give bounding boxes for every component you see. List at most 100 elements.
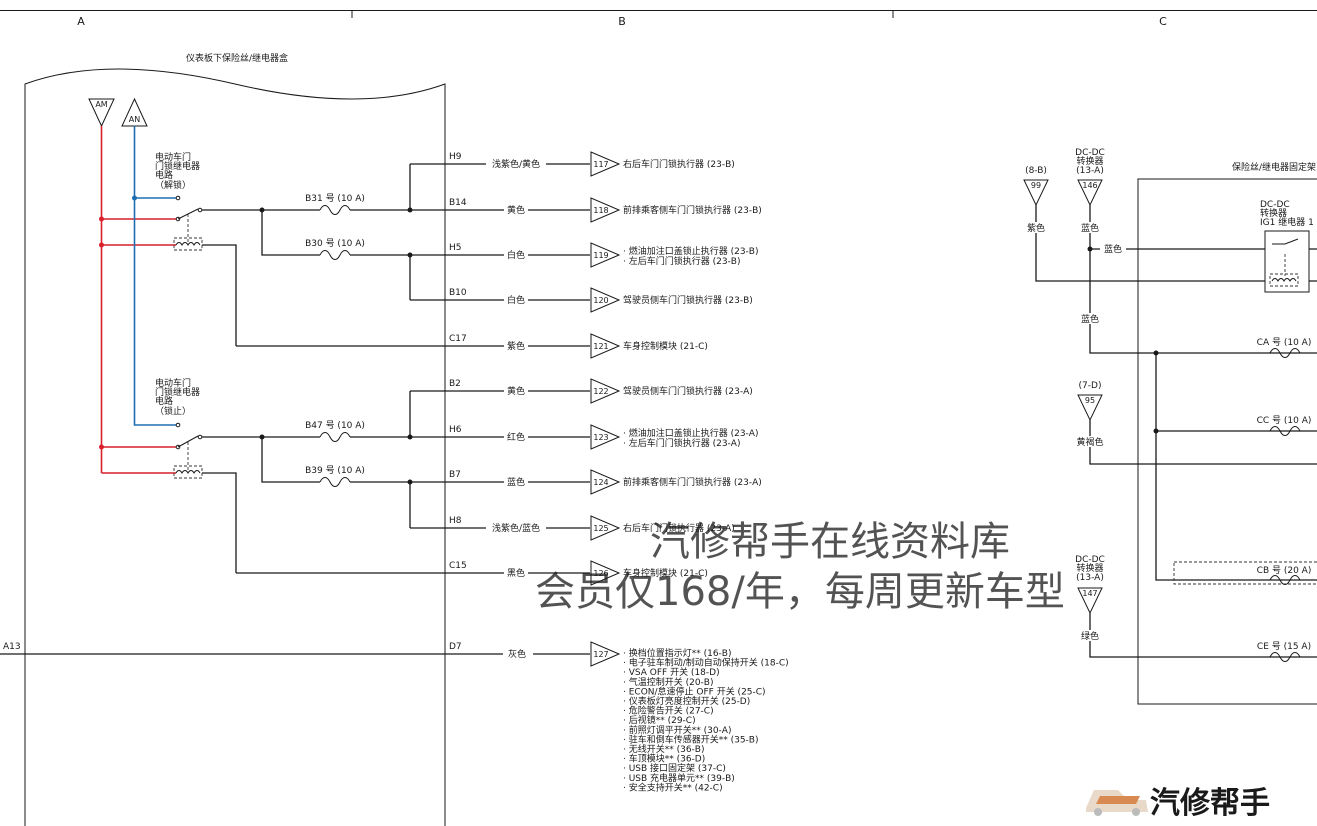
column-label-b: B bbox=[618, 15, 626, 28]
wire-color-label: 紫色 bbox=[507, 340, 525, 352]
ground-destination-label: · 电子驻车制动/制动自动保持开关 (18-C) bbox=[623, 657, 789, 669]
svg-text:B30 号 (10 A): B30 号 (10 A) bbox=[305, 238, 365, 249]
connector-symbol bbox=[590, 197, 621, 223]
destination-label: · 左后车门门锁执行器 (23-A) bbox=[623, 437, 740, 449]
svg-text:（锁止）: （锁止） bbox=[155, 405, 191, 417]
wire-color-label: 浅紫色/蓝色 bbox=[492, 522, 540, 534]
ground-destination-label: · 前照灯调平开关** (30-A) bbox=[623, 724, 731, 736]
svg-text:CB 号 (20 A): CB 号 (20 A) bbox=[1257, 565, 1312, 576]
destination-label: · 燃油加注口盖锁止执行器 (23-A) bbox=[623, 427, 758, 439]
wire-color-label: 红色 bbox=[507, 431, 525, 443]
pin-label: C15 bbox=[449, 561, 467, 571]
svg-text:B47 号 (10 A): B47 号 (10 A) bbox=[305, 420, 365, 431]
wire-color-label: 白色 bbox=[507, 294, 525, 306]
ground-destination-label: · 无线开关** (36-B) bbox=[623, 743, 704, 755]
wire-color-label: 白色 bbox=[507, 249, 525, 261]
svg-text:绿色: 绿色 bbox=[1081, 630, 1099, 642]
connector-95: 95 bbox=[1085, 396, 1095, 405]
wire-color-bg bbox=[486, 522, 546, 534]
destination-label: 车身控制模块 (21-C) bbox=[623, 340, 708, 352]
svg-text:电动车门: 电动车门 bbox=[155, 377, 191, 389]
ground-destination-label: · USB 接口固定架 (37-C) bbox=[623, 762, 726, 774]
svg-text:(13-A): (13-A) bbox=[1076, 166, 1104, 176]
connector-123: 123 bbox=[593, 433, 608, 442]
svg-text:转换器: 转换器 bbox=[1260, 207, 1287, 219]
ground-destination-label: · 换档位置指示灯** (16-B) bbox=[623, 647, 731, 659]
fuse-b31: B31 号 (10 A) bbox=[305, 193, 365, 215]
connector-symbol bbox=[590, 242, 621, 268]
svg-text:黄褐色: 黄褐色 bbox=[1076, 436, 1103, 448]
pin-label: H9 bbox=[449, 152, 462, 162]
connector-146: 146 bbox=[1082, 181, 1097, 190]
svg-text:CC 号 (10 A): CC 号 (10 A) bbox=[1257, 415, 1312, 426]
svg-text:门锁继电器: 门锁继电器 bbox=[155, 386, 200, 398]
column-header: A B C bbox=[0, 10, 1317, 28]
ground-destination-label: · ECON/怠速停止 OFF 开关 (25-C) bbox=[623, 685, 766, 697]
connector-120: 120 bbox=[593, 296, 608, 305]
svg-text:DC-DC: DC-DC bbox=[1260, 200, 1290, 210]
fuse-b30: B30 号 (10 A) bbox=[305, 238, 365, 260]
connector-symbol bbox=[590, 515, 621, 541]
ground-destination-label: · VSA OFF 开关 (18-D) bbox=[623, 666, 720, 678]
pin-label: B10 bbox=[449, 288, 467, 298]
feed-an: AN bbox=[121, 97, 148, 127]
relay-unlock: 电动车门 门锁继电器 电路 （解锁） bbox=[155, 151, 203, 251]
pin-label: H8 bbox=[449, 516, 462, 526]
column-label-a: A bbox=[77, 15, 85, 28]
ground-destination-label: · 安全支持开关** (42-C) bbox=[623, 781, 723, 793]
destination-label: · 燃油加注口盖锁止执行器 (23-B) bbox=[623, 245, 758, 257]
wire-color-bg bbox=[504, 567, 528, 579]
destination-label: 右后车门门锁执行器 (23-B) bbox=[623, 158, 735, 170]
destination-label: 右后车门门锁执行器 (23-A) bbox=[623, 522, 735, 534]
destination-label: · 左后车门门锁执行器 (23-B) bbox=[623, 255, 740, 267]
fuse-box-title: 仪表板下保险丝/继电器盒 bbox=[186, 52, 288, 64]
svg-text:DC-DC: DC-DC bbox=[1075, 555, 1105, 565]
svg-text:IG1 继电器 1: IG1 继电器 1 bbox=[1260, 216, 1314, 228]
lock-bus bbox=[202, 391, 413, 573]
svg-text:AN: AN bbox=[129, 115, 140, 124]
watermark-line-1: 汽修帮手在线资料库 bbox=[650, 519, 1010, 565]
svg-text:蓝色: 蓝色 bbox=[1081, 313, 1099, 325]
fuse-ca: CA 号 (10 A) bbox=[1257, 337, 1312, 358]
svg-text:电路: 电路 bbox=[155, 169, 173, 181]
destination-label: 前排乘客侧车门门锁执行器 (23-A) bbox=[623, 476, 762, 488]
pin-label: B14 bbox=[449, 198, 467, 208]
car-logo-icon bbox=[1086, 790, 1148, 816]
an-feed-wire bbox=[132, 126, 176, 426]
svg-text:AM: AM bbox=[95, 100, 107, 109]
connector-119: 119 bbox=[593, 251, 608, 260]
wire-color-bg bbox=[504, 385, 528, 397]
connector-symbol bbox=[590, 560, 621, 586]
svg-text:蓝色: 蓝色 bbox=[1104, 243, 1122, 255]
fuse-cc: CC 号 (10 A) bbox=[1257, 415, 1312, 436]
destination-label: 前排乘客侧车门门锁执行器 (23-B) bbox=[623, 204, 762, 216]
wire-color-bg bbox=[504, 204, 528, 216]
watermark: 汽修帮手在线资料库 会员仅168/年，每周更新车型 bbox=[535, 519, 1065, 615]
feed-am: AM bbox=[88, 98, 115, 128]
connector-symbol bbox=[590, 469, 621, 495]
svg-text:CA 号 (10 A): CA 号 (10 A) bbox=[1257, 337, 1312, 348]
relay-lock: 电动车门 门锁继电器 电路 （锁止） bbox=[155, 377, 203, 479]
pin-label-a13: A13 bbox=[3, 642, 21, 652]
connector-99: 99 bbox=[1031, 181, 1041, 190]
wire-color-bg bbox=[504, 294, 528, 306]
fuse-box-c-title: 保险丝/继电器固定架 bbox=[1232, 161, 1316, 173]
destination-label: 车身控制模块 (21-C) bbox=[623, 567, 708, 579]
ground-destination-label: · 驻车和倒车传感器开关** (35-B) bbox=[623, 733, 758, 745]
fuse-cb: CB 号 (20 A) bbox=[1257, 565, 1312, 585]
connector-118: 118 bbox=[593, 206, 608, 215]
wire-color-bg bbox=[504, 249, 528, 261]
connector-symbol bbox=[590, 333, 621, 359]
wire-color-label: 浅紫色/黄色 bbox=[492, 158, 540, 170]
connector-147: 147 bbox=[1082, 589, 1097, 598]
svg-text:门锁继电器: 门锁继电器 bbox=[155, 160, 200, 172]
svg-text:(8-B): (8-B) bbox=[1025, 166, 1047, 176]
destination-label: 驾驶员侧车门门锁执行器 (23-A) bbox=[623, 385, 753, 397]
